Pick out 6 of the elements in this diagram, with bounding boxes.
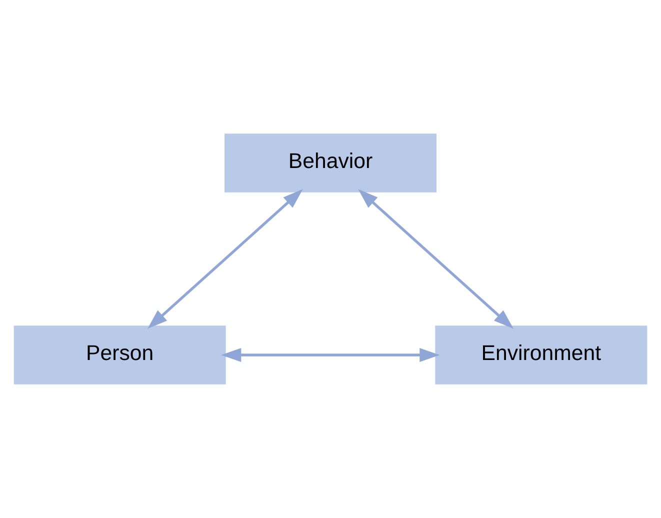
arrow [358, 189, 514, 329]
arrow [221, 348, 440, 362]
node-box: Behavior [224, 134, 436, 192]
arrow [148, 189, 303, 329]
node-box: Person [14, 326, 226, 384]
node-box: Environment [435, 326, 648, 384]
